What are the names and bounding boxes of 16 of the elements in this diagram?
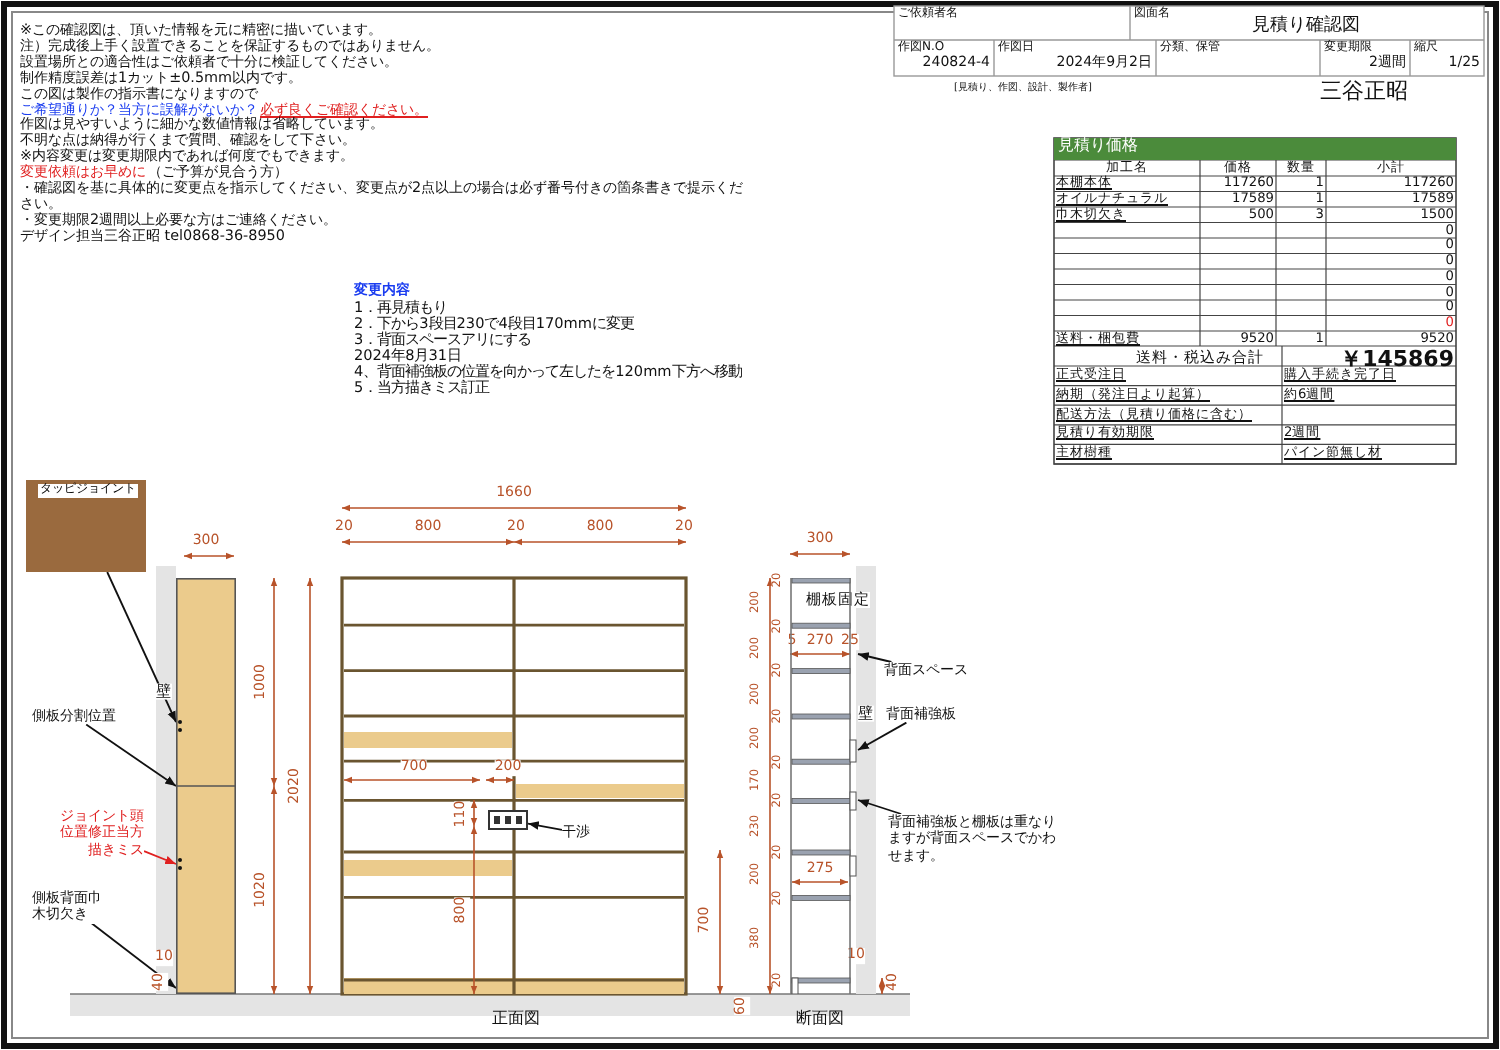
leader-line (85, 723, 177, 787)
leader-line (857, 721, 908, 751)
designer-name: 三谷正昭 (1320, 80, 1408, 105)
leader-line (143, 850, 177, 865)
view-label: 断面図 (796, 1011, 844, 1029)
leader-line (857, 652, 893, 663)
table-title: 見積り価格 (1054, 138, 1456, 160)
leader-line (527, 821, 563, 831)
drawing-title: 見積り確認図 (1252, 15, 1360, 37)
leader-line (90, 922, 177, 989)
view-label: 正面図 (492, 1011, 540, 1029)
leader-line (857, 799, 903, 815)
leader-line (106, 571, 177, 723)
side-panel-drawing (176, 578, 236, 994)
photo (26, 480, 146, 572)
outlet-icon (488, 810, 528, 830)
